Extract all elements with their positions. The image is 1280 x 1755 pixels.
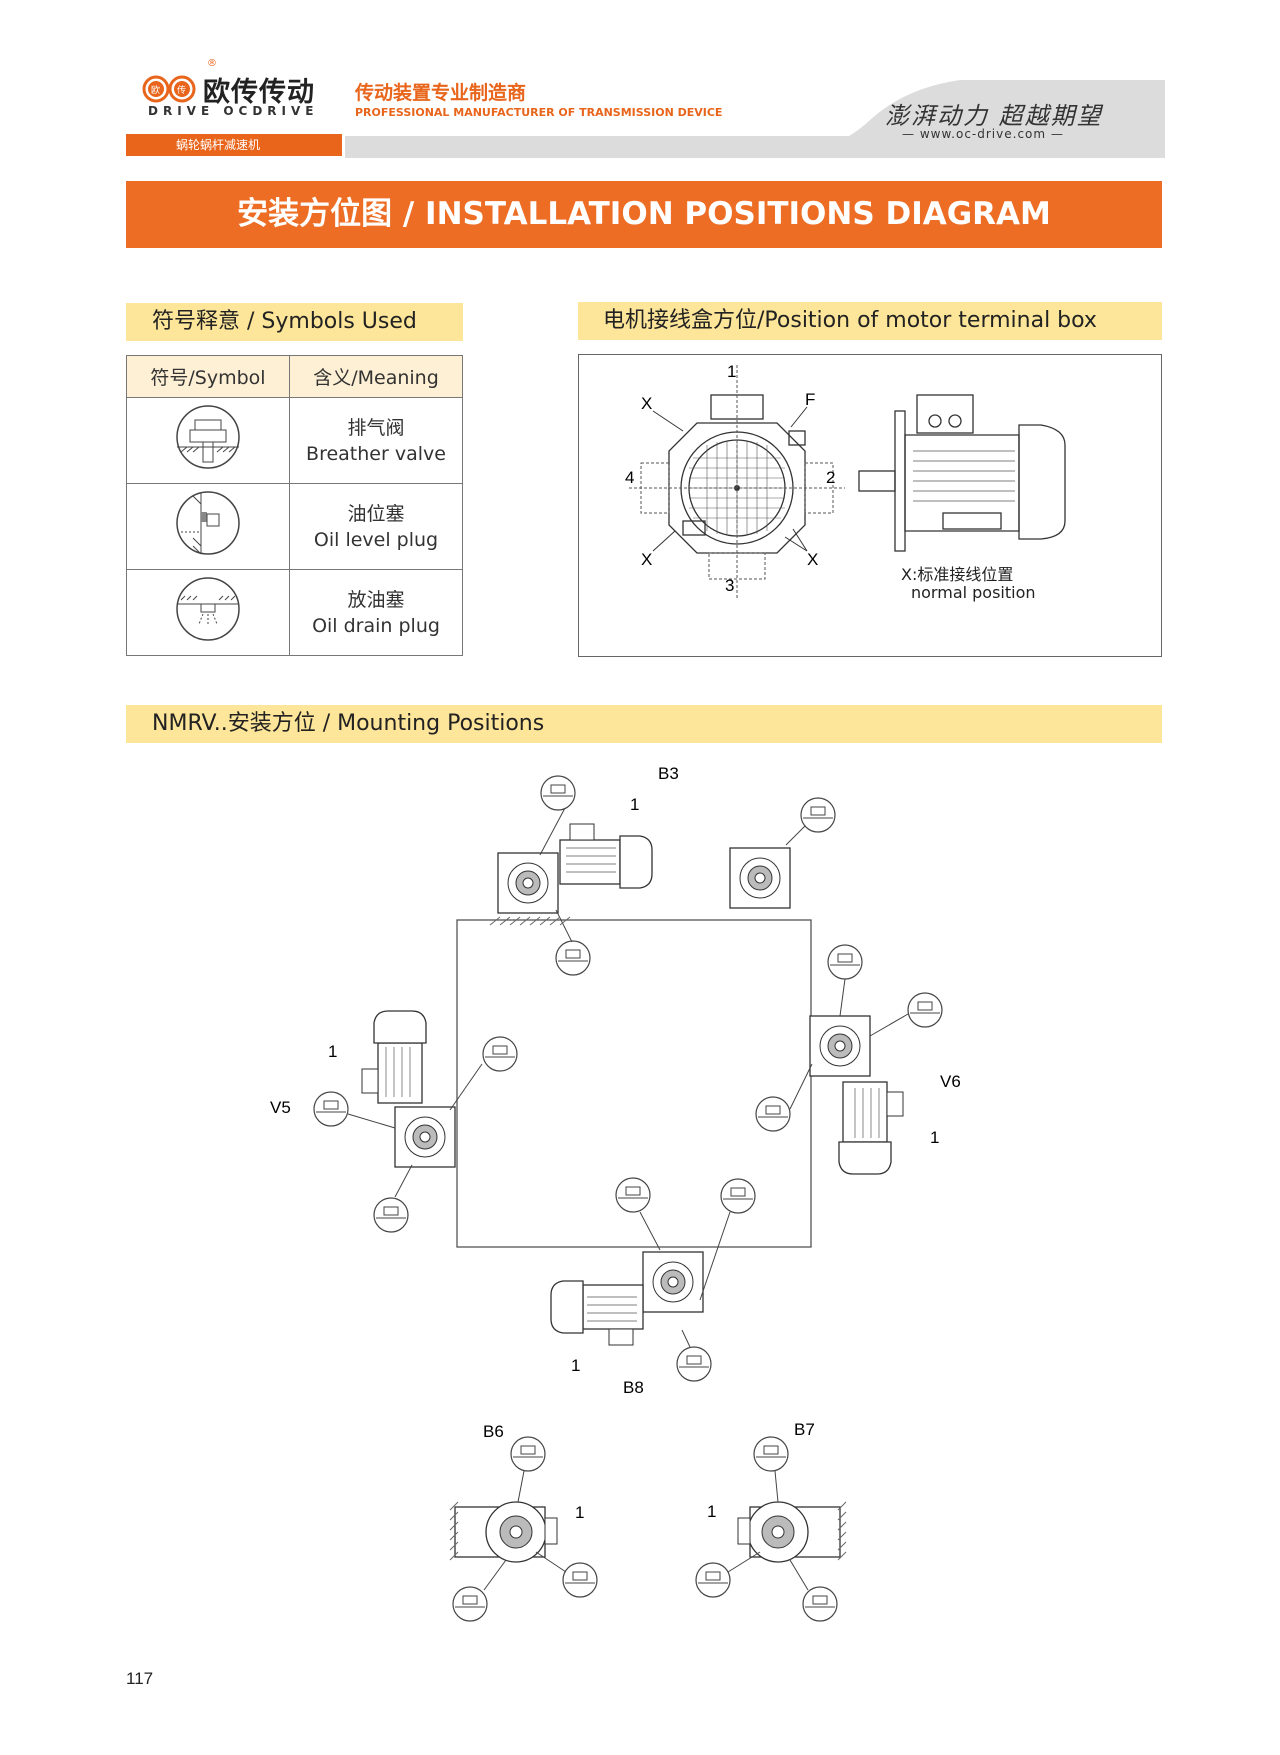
label-b8: B8 (623, 1378, 644, 1397)
label-position-2: 2 (826, 468, 835, 487)
breather-valve-icon (176, 405, 240, 469)
label-b6: B6 (483, 1422, 504, 1441)
oil-drain-plug-cn: 放油塞 (347, 588, 405, 611)
website-url: — www.oc-drive.com — (902, 127, 1064, 141)
position-b3 (489, 775, 836, 976)
marker-1-v5: 1 (328, 1042, 337, 1061)
oil-drain-plug-icon (176, 577, 240, 641)
table-row: 排气阀 Breather valve (126, 397, 463, 484)
label-v6: V6 (940, 1072, 961, 1091)
label-position-3: 3 (725, 576, 734, 595)
symbol-cell (126, 483, 290, 570)
oil-level-plug-cn: 油位塞 (347, 502, 405, 525)
mounting-heading: NMRV..安装方位 / Mounting Positions (126, 705, 1162, 743)
terminal-note-en: normal position (911, 583, 1036, 602)
col-meaning: 含义/Meaning (289, 355, 463, 398)
oil-level-plug-en: Oil level plug (313, 528, 439, 551)
marker-1-b8: 1 (571, 1356, 580, 1375)
table-header-row: 符号/Symbol 含义/Meaning (126, 355, 463, 398)
breather-valve-en: Breather valve (306, 442, 446, 465)
terminal-box-diagram: 1 2 3 4 F X X X X:标准接线位置 normal position (578, 354, 1162, 657)
marker-1-b7: 1 (707, 1502, 716, 1521)
table-row: 油位塞 Oil level plug (126, 483, 463, 570)
brand-name-en: DRIVE OCDRIVE (148, 104, 319, 118)
symbols-heading: 符号释意 / Symbols Used (126, 303, 463, 341)
table-row: 放油塞 Oil drain plug (126, 569, 463, 656)
oil-drain-plug-en: Oil drain plug (312, 614, 440, 637)
page-number: 117 (126, 1669, 154, 1688)
label-b7: B7 (794, 1420, 815, 1439)
col-symbol: 符号/Symbol (126, 355, 290, 398)
motor-front-drawing: 1 2 3 4 F X X X (625, 362, 1066, 600)
marker-1-b3: 1 (630, 795, 639, 814)
mounting-frame (456, 919, 812, 1248)
position-v6 (755, 944, 943, 1175)
label-x-top: X (641, 394, 652, 413)
meaning-cell: 放油塞 Oil drain plug (289, 569, 463, 656)
header-gray-band (345, 80, 1165, 158)
logo-badge-2: 传 (177, 84, 186, 96)
tagline-en: PROFESSIONAL MANUFACTURER OF TRANSMISSIO… (355, 106, 723, 119)
category-tab: 蜗轮蜗杆减速机 (126, 134, 342, 156)
position-b7 (695, 1436, 847, 1622)
label-v5: V5 (270, 1098, 291, 1117)
label-x-bottom-left: X (641, 550, 652, 569)
position-v5 (313, 1010, 518, 1233)
marker-1-v6: 1 (930, 1128, 939, 1147)
position-b8 (550, 1177, 756, 1382)
position-b6 (449, 1436, 598, 1622)
label-x-bottom-right: X (807, 550, 818, 569)
label-position-1: 1 (727, 362, 736, 381)
tagline-cn: 传动装置专业制造商 (355, 82, 527, 104)
symbol-cell (126, 569, 290, 656)
oil-level-plug-icon (176, 491, 240, 555)
website-text: www.oc-drive.com (919, 127, 1047, 141)
symbols-table: 符号/Symbol 含义/Meaning 排气阀 Breather valve (126, 355, 463, 656)
page-title: 安装方位图 / INSTALLATION POSITIONS DIAGRAM (126, 181, 1162, 248)
meaning-cell: 排气阀 Breather valve (289, 397, 463, 484)
terminal-note-cn: X:标准接线位置 (901, 565, 1014, 584)
brand-name-cn: 欧传传动 (203, 77, 315, 108)
logo-badge-1: 欧 (151, 84, 160, 96)
slogan-cn: 澎湃动力 超越期望 (885, 102, 1103, 130)
logo-gear-icon: 欧 传 (142, 75, 196, 103)
terminal-box-heading: 电机接线盒方位/Position of motor terminal box (578, 302, 1162, 340)
breather-valve-cn: 排气阀 (347, 416, 405, 439)
registered-mark: ® (207, 58, 217, 69)
label-b3: B3 (658, 764, 679, 783)
meaning-cell: 油位塞 Oil level plug (289, 483, 463, 570)
marker-1-b6: 1 (575, 1503, 584, 1522)
label-f: F (805, 390, 815, 409)
label-position-4: 4 (625, 468, 634, 487)
symbol-cell (126, 397, 290, 484)
